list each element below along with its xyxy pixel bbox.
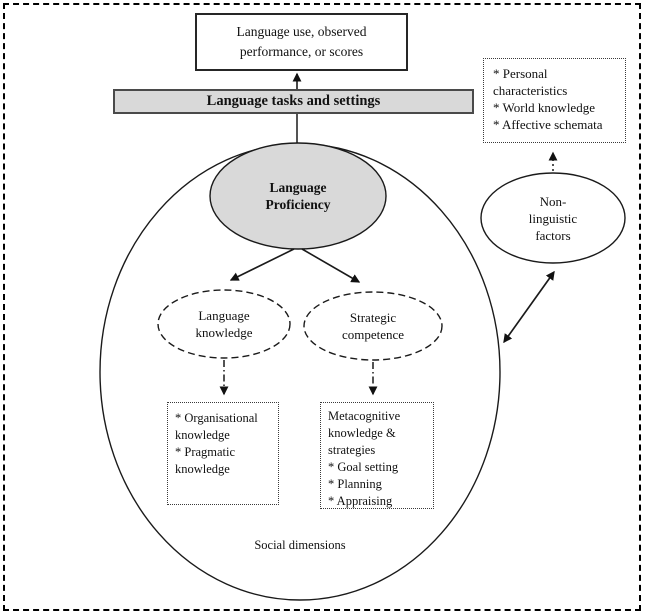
personal-box-item: * World knowledge [493, 100, 595, 115]
non-linguistic-line1: Non- [539, 194, 567, 209]
social-to-nonlinguistic-double-arrow [503, 270, 555, 344]
personal-box-item: * Affective schemata [493, 117, 603, 132]
language-proficiency-label: Language Proficiency [210, 179, 386, 213]
strategic-competence-label: Strategic competence [303, 309, 443, 343]
language-proficiency-ellipse [209, 142, 387, 250]
metacognitive-strategies-box: Metacognitive knowledge & strategies * G… [320, 402, 434, 509]
language-tasks-bar-label: Language tasks and settings [206, 93, 381, 109]
language-knowledge-line1: Language [198, 308, 250, 323]
personal-box-item: * Personal characteristics [493, 66, 568, 98]
non-linguistic-line3: factors [535, 228, 571, 243]
language-knowledge-ellipse [157, 289, 291, 359]
proficiency-to-language-knowledge-arrow [229, 248, 295, 281]
social-dimensions-label: Social dimensions [254, 538, 346, 552]
strategic-competence-line1: Strategic [349, 310, 397, 325]
strategic-competence-line2: competence [341, 327, 405, 342]
meta-box-item: * Goal setting [328, 460, 399, 474]
language-knowledge-line2: knowledge [195, 325, 253, 340]
meta-box-item: Metacognitive knowledge & strategies [328, 409, 401, 457]
proficiency-to-strategic-competence-arrow [301, 248, 361, 283]
org-box-item: * Organisational knowledge [175, 411, 258, 442]
personal-characteristics-box: * Personal characteristics * World knowl… [483, 58, 626, 143]
language-use-line1: Language use, observed [236, 23, 367, 39]
strategic-competence-ellipse [303, 291, 443, 361]
org-box-item: * Pragmatic knowledge [175, 445, 236, 476]
proficiency-line2: Proficiency [265, 197, 331, 212]
meta-box-item: * Planning [328, 477, 382, 491]
non-linguistic-factors-ellipse [480, 172, 626, 264]
language-use-box: Language use, observed performance, or s… [195, 13, 408, 71]
meta-box-item: * Appraising [328, 494, 393, 508]
proficiency-line1: Language [269, 180, 327, 195]
organisational-knowledge-box: * Organisational knowledge * Pragmatic k… [167, 402, 279, 505]
language-use-line2: performance, or scores [239, 44, 364, 59]
language-tasks-bar: Language tasks and settings [113, 89, 474, 114]
non-linguistic-factors-label: Non- linguistic factors [493, 193, 613, 244]
language-knowledge-label: Language knowledge [158, 307, 290, 341]
non-linguistic-line2: linguistic [528, 211, 578, 226]
